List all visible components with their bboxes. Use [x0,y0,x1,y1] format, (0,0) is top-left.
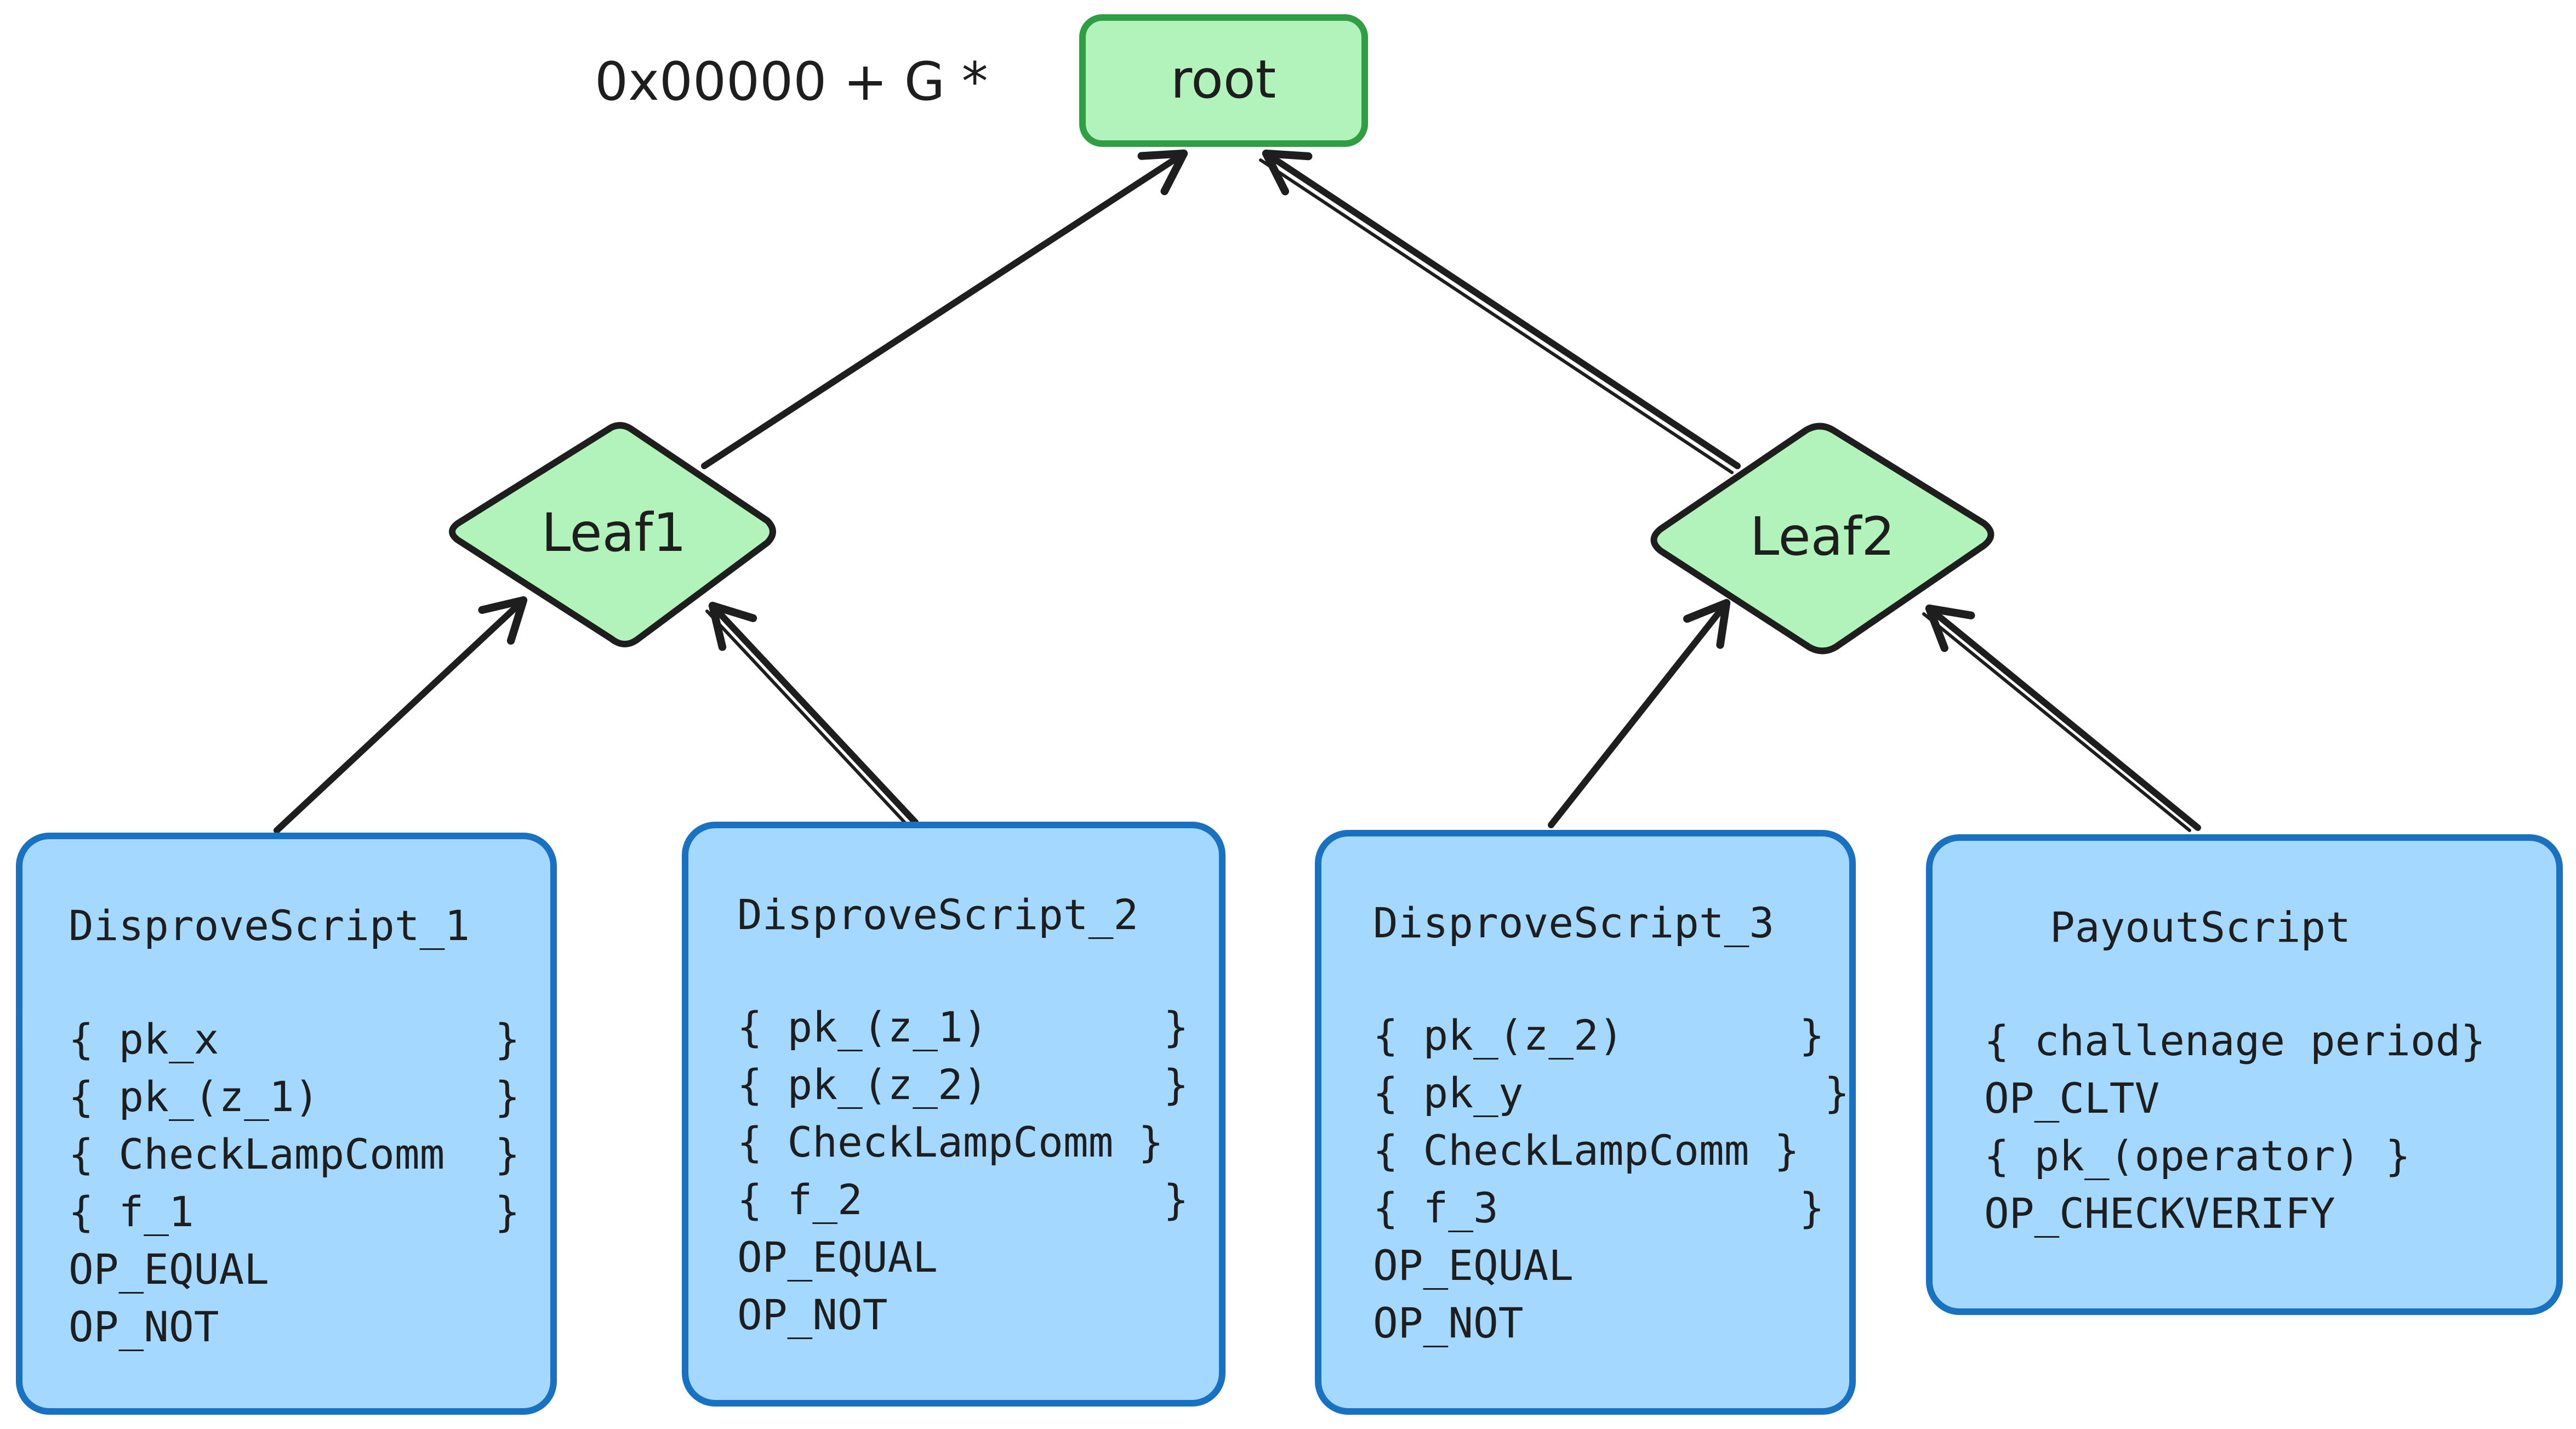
script-1-line-1: { pk_x } [69,1015,520,1063]
edge-leaf1-to-root [701,149,1188,469]
edge-leaf2-to-root-stroke2 [1259,158,1734,474]
root-formula: 0x00000 + G * [595,51,988,112]
script-box-1: DisproveScript_1 { pk_x } { pk_(z_1) } {… [16,833,557,1415]
script-1-line-3: { CheckLampComm } [69,1130,520,1179]
edge-leaf2-to-root [1262,149,1741,469]
root-node: root [1079,14,1368,147]
payout-script-box-rect [1926,834,2563,1315]
script-1-title: DisproveScript_1 [69,901,470,950]
edge-script1-to-leaf1 [273,596,528,834]
payout-script-line-1: { challenage period} [1984,1016,2486,1065]
script-box-2: DisproveScript_2 { pk_(z_1) } { pk_(z_2)… [682,822,1226,1407]
script-3-line-4: { f_3 } [1373,1183,1825,1232]
script-box-2-rect [682,822,1226,1407]
script-box-3-rect [1315,830,1856,1415]
leaf1-node: Leaf1 [449,422,776,647]
payout-script-line-2: OP_CLTV [1984,1074,2159,1123]
payout-script-line-4: OP_CHECKVERIFY [1984,1189,2335,1238]
script-2-title: DisproveScript_2 [737,890,1138,939]
script-1-line-5: OP_EQUAL [69,1245,269,1294]
script-3-line-6: OP_NOT [1373,1299,1524,1347]
leaf1-diamond [449,422,776,647]
payout-script-box: PayoutScript { challenage period} OP_CLT… [1926,834,2563,1315]
script-1-line-6: OP_NOT [69,1302,219,1351]
root-box [1079,14,1368,147]
leaf2-node: Leaf2 [1650,423,1994,654]
script-1-line-4: { f_1 } [69,1187,520,1236]
payout-script-title: PayoutScript [2050,903,2351,952]
script-box-1-rect [16,833,557,1415]
edge-script3-to-leaf2 [1548,599,1731,828]
script-3-line-5: OP_EQUAL [1373,1241,1574,1290]
script-2-line-1: { pk_(z_1) } [737,1003,1189,1051]
script-3-line-1: { pk_(z_2) } [1373,1011,1825,1060]
edges-to-root [701,149,1741,474]
script-3-title: DisproveScript_3 [1373,898,1774,947]
script-2-line-5: OP_EQUAL [737,1233,938,1282]
edge-payout-to-leaf2 [1925,604,2201,831]
edge-script2-to-leaf1 [708,601,919,825]
edge-script2-to-leaf1-stroke2 [705,610,909,827]
edge-payout-to-leaf2-stroke2 [1922,612,2191,832]
script-1-line-2: { pk_(z_1) } [69,1072,520,1121]
leaf1-label: Leaf1 [542,502,687,563]
leaf2-label: Leaf2 [1750,506,1895,567]
script-2-line-4: { f_2 } [737,1175,1189,1224]
script-2-line-2: { pk_(z_2) } [737,1060,1189,1109]
leaf2-diamond [1650,423,1994,654]
script-box-3: DisproveScript_3 { pk_(z_2) } { pk_y } {… [1315,830,1856,1415]
script-3-line-3: { CheckLampComm } [1373,1126,1799,1175]
edges-to-leaves [273,596,2201,834]
script-2-line-3: { CheckLampComm } [737,1118,1164,1166]
script-2-line-6: OP_NOT [737,1290,888,1339]
root-label: root [1171,49,1276,110]
payout-script-line-3: { pk_(operator) } [1984,1131,2410,1180]
script-3-line-2: { pk_y } [1373,1068,1849,1117]
